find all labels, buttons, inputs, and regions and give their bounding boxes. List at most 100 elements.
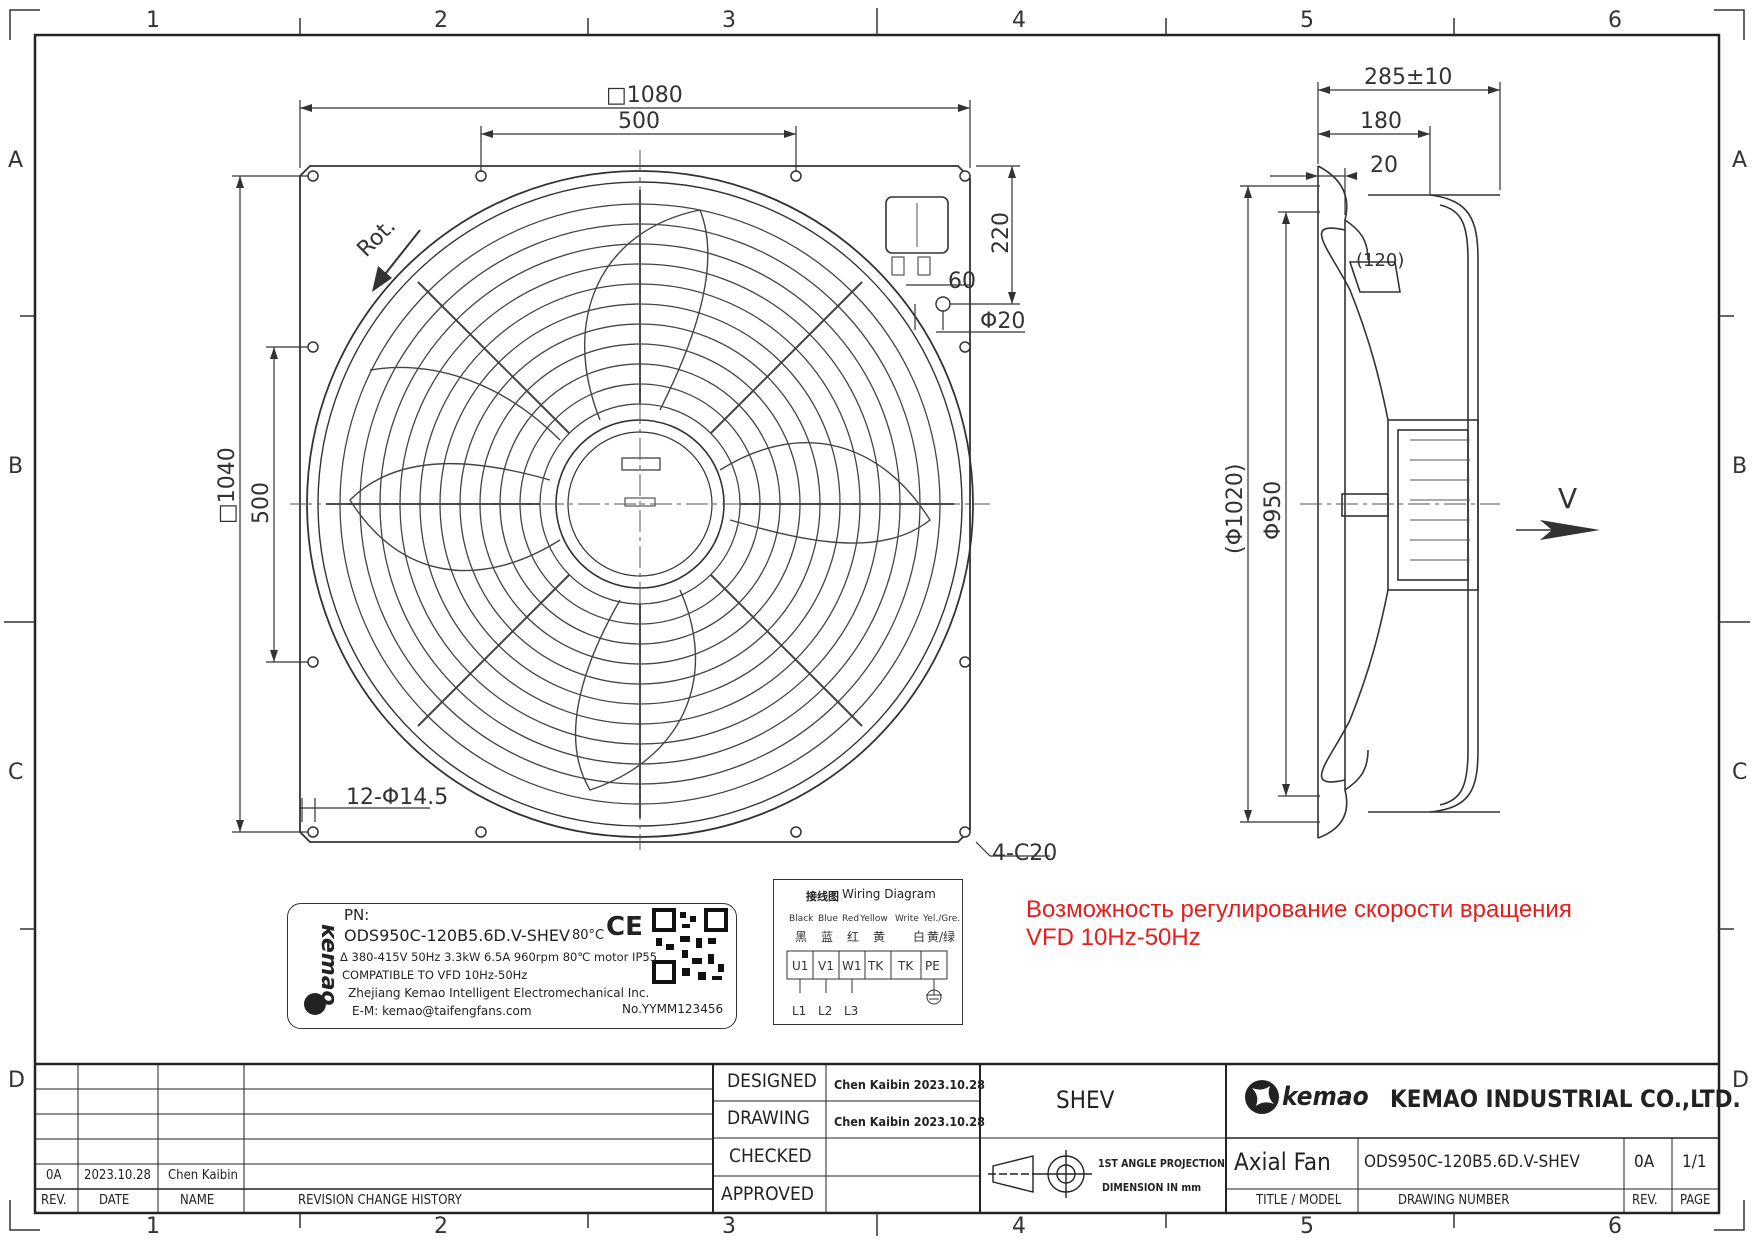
- line-l3: L3: [844, 1004, 858, 1018]
- wiring-title-cn: 接线图: [806, 890, 839, 903]
- company-name: KEMAO INDUSTRIAL CO.,LTD.: [1390, 1085, 1741, 1113]
- nameplate-temp: 80°C: [572, 928, 605, 943]
- terminal-w1: W1: [842, 959, 862, 973]
- designed-value: Chen Kaibin 2023.10.28: [834, 1077, 985, 1092]
- dim-holes: 12-Φ14.5: [346, 785, 448, 810]
- drawing-title: Axial Fan: [1234, 1148, 1331, 1176]
- zone-col-6-top: 6: [1608, 8, 1622, 33]
- nameplate-vfd: COMPATIBLE TO VFD 10Hz-50Hz: [342, 968, 528, 982]
- approved-label: APPROVED: [721, 1183, 814, 1205]
- dim-side-square: □1040: [215, 447, 240, 524]
- wire-color-yelgre: Yel./Gre.: [922, 914, 960, 924]
- wiring-diagram: [773, 879, 963, 1025]
- zone-col-1-bottom: 1: [146, 1214, 160, 1239]
- name-header: NAME: [180, 1193, 215, 1208]
- zone-col-5-top: 5: [1300, 8, 1314, 33]
- dim-gland: Φ20: [980, 309, 1025, 334]
- zone-col-1-top: 1: [146, 8, 160, 33]
- zone-col-2-bottom: 2: [434, 1214, 448, 1239]
- designed-label: DESIGNED: [727, 1070, 817, 1092]
- zone-col-5-bottom: 5: [1300, 1214, 1314, 1239]
- dim-top-holes: 500: [618, 109, 660, 134]
- wire-color-black: Black: [789, 914, 814, 924]
- dim-outer-dia: (Φ1020): [1223, 464, 1248, 554]
- dim-depth2: 180: [1360, 109, 1402, 134]
- zone-col-4-bottom: 4: [1012, 1214, 1026, 1239]
- zone-row-c-left: C: [8, 760, 24, 785]
- dim-flange: 20: [1370, 153, 1398, 178]
- revision-value: 0A: [1634, 1152, 1655, 1172]
- note-line-2: VFD 10Hz-50Hz: [1026, 924, 1201, 951]
- zone-row-a-right: A: [1732, 148, 1748, 173]
- terminal-pe: PE: [925, 959, 940, 973]
- wire-color-cn-black: 黑: [795, 930, 807, 944]
- page-label: PAGE: [1680, 1193, 1711, 1208]
- drawing-label: DRAWING: [727, 1107, 810, 1129]
- zone-row-b-left: B: [8, 454, 24, 479]
- rev-row-rev: 0A: [46, 1168, 62, 1183]
- nameplate: [287, 903, 737, 1029]
- wire-color-red: Red: [842, 914, 859, 924]
- line-l2: L2: [818, 1004, 832, 1018]
- nameplate-model: ODS950C-120B5.6D.V-SHEV: [344, 926, 570, 945]
- drawing-value: Chen Kaibin 2023.10.28: [834, 1114, 985, 1129]
- rev-label: REV.: [1632, 1193, 1658, 1208]
- wire-color-white: Write: [895, 914, 919, 924]
- dim-side-holes: 500: [249, 482, 274, 524]
- terminal-tk2: TK: [897, 959, 914, 973]
- rev-row-name: Chen Kaibin: [168, 1168, 238, 1183]
- nameplate-serial: No.YYMM123456: [622, 1002, 724, 1016]
- brand-wordmark: kemao: [1282, 1082, 1369, 1112]
- wiring-title-en: Wiring Diagram: [842, 887, 936, 901]
- zone-row-d-right: D: [1732, 1068, 1749, 1093]
- wire-color-blue: Blue: [818, 914, 838, 924]
- fan-blades: [349, 209, 931, 791]
- dim-depth: 285±10: [1364, 65, 1452, 90]
- date-header: DATE: [99, 1193, 130, 1208]
- mounting-plate: [299, 165, 971, 843]
- projection-label: 1ST ANGLE PROJECTION: [1098, 1158, 1225, 1170]
- dim-blade-angle: (120): [1356, 250, 1404, 271]
- history-header: REVISION CHANGE HISTORY: [298, 1193, 462, 1208]
- wire-color-yellow: Yellow: [859, 914, 888, 924]
- wiring-schematic: Black Blue Red Yellow Write Yel./Gre. 黑 …: [786, 914, 960, 1018]
- title-model-label: TITLE / MODEL: [1256, 1193, 1342, 1208]
- airflow-label: V: [1558, 482, 1577, 515]
- nameplate-email: E-M: kemao@taifengfans.com: [352, 1004, 532, 1018]
- wire-color-cn-blue: 蓝: [821, 930, 833, 944]
- dim-corners: 4-C20: [992, 841, 1057, 866]
- nameplate-company: Zhejiang Kemao Intelligent Electromechan…: [348, 986, 650, 1000]
- projection-symbol-icon: [988, 1150, 1092, 1198]
- dim-box-height: 220: [989, 212, 1014, 254]
- speed-control-note: Возможность регулирование скорости враще…: [1026, 896, 1572, 952]
- dim-inner-dia: Φ950: [1261, 481, 1286, 540]
- terminal-tk1: TK: [867, 959, 884, 973]
- wire-color-cn-white: 白: [913, 929, 925, 944]
- zone-col-2-top: 2: [434, 8, 448, 33]
- page-value: 1/1: [1682, 1152, 1707, 1172]
- zone-col-3-top: 3: [722, 8, 736, 33]
- note-line-1: Возможность регулирование скорости враще…: [1026, 896, 1572, 923]
- zone-row-b-right: B: [1732, 454, 1748, 479]
- wire-color-cn-red: 红: [847, 929, 859, 944]
- zone-col-4-top: 4: [1012, 8, 1026, 33]
- checked-label: CHECKED: [729, 1145, 812, 1167]
- qr-code-icon: [652, 908, 728, 984]
- wire-color-cn-yelgre: 黄/绿: [927, 929, 955, 944]
- drawing-number: ODS950C-120B5.6D.V-SHEV: [1364, 1152, 1580, 1172]
- rev-row-date: 2023.10.28: [84, 1168, 151, 1183]
- dim-box-offset: 60: [948, 269, 976, 294]
- zone-col-6-bottom: 6: [1608, 1214, 1622, 1239]
- drawing-number-label: DRAWING NUMBER: [1398, 1193, 1510, 1208]
- line-l1: L1: [792, 1004, 806, 1018]
- ce-mark: CE: [606, 912, 643, 942]
- zone-row-d-left: D: [8, 1068, 25, 1093]
- units-label: DIMENSION IN mm: [1102, 1182, 1202, 1194]
- wire-color-cn-yellow: 黄: [873, 930, 885, 944]
- terminal-u1: U1: [792, 959, 808, 973]
